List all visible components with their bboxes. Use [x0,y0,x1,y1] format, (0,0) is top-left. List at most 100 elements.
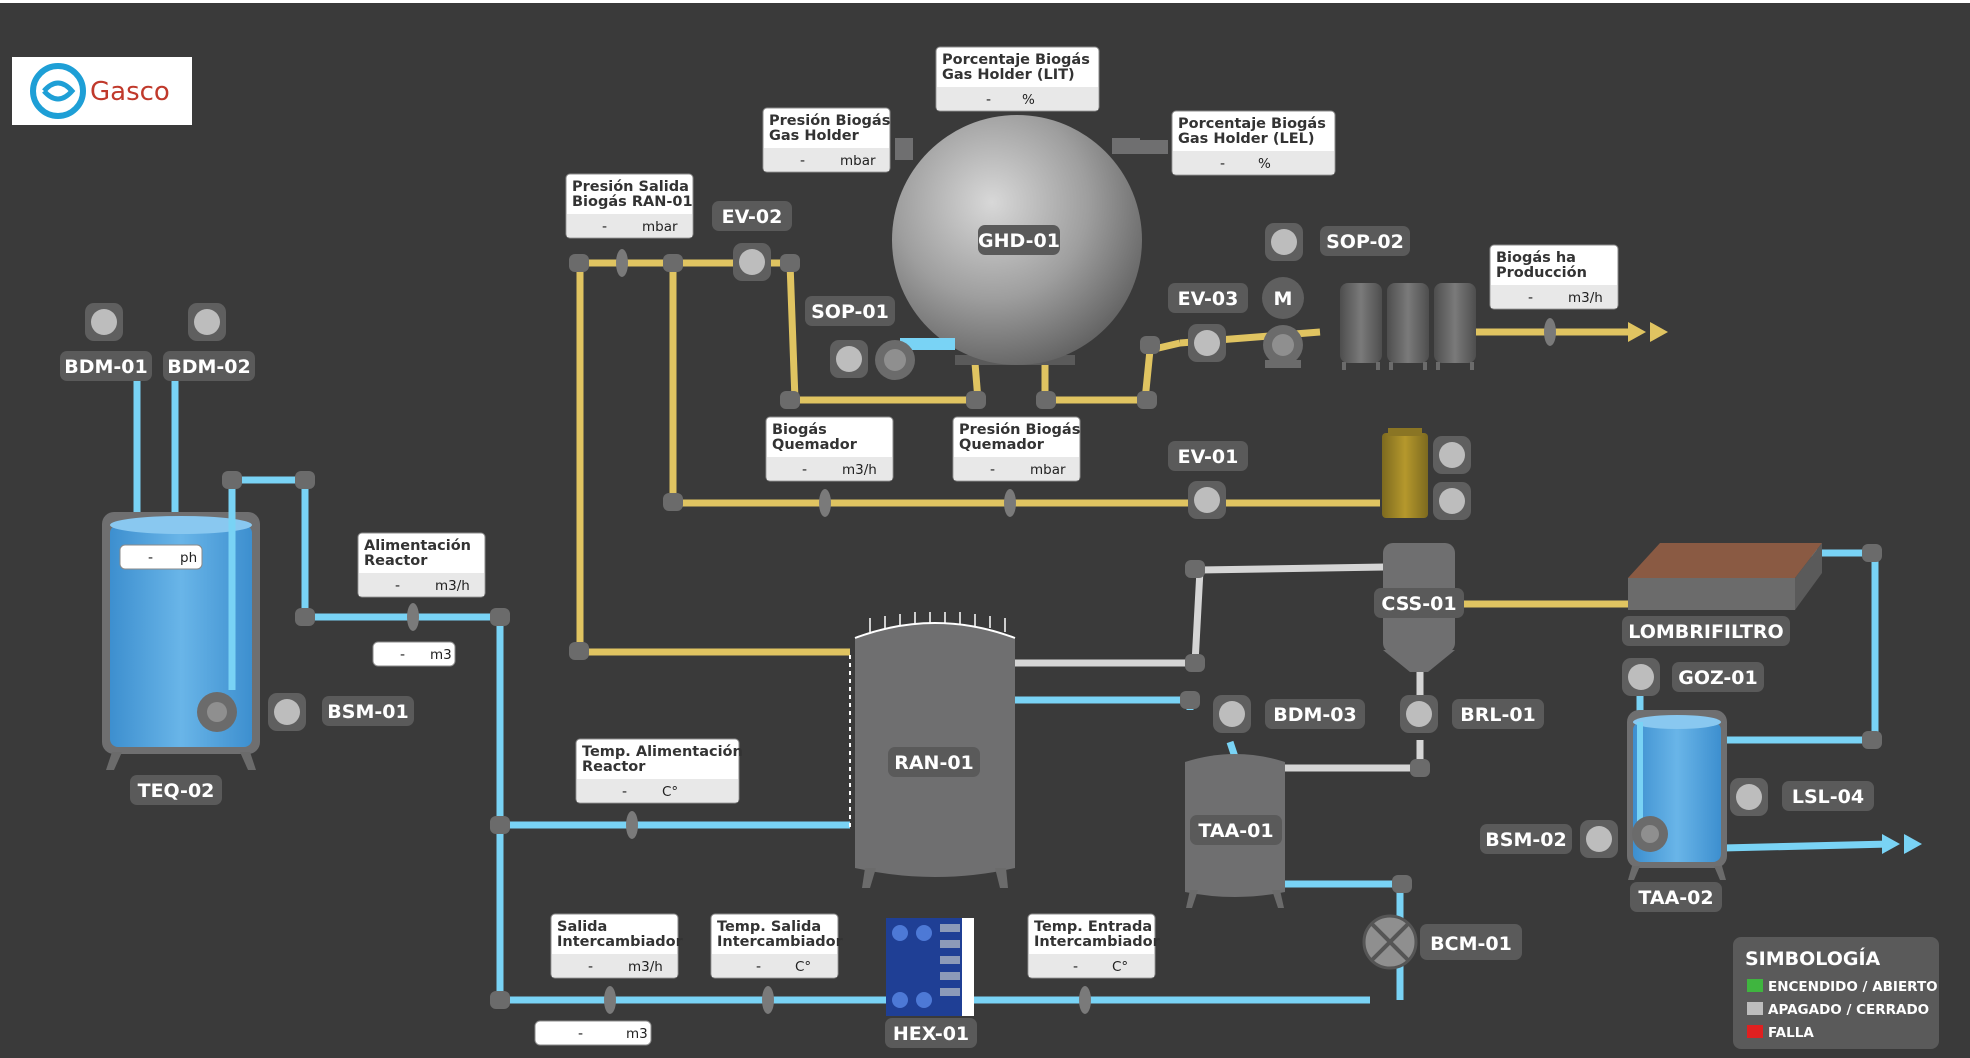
mixer-bdm-02-lamp[interactable] [188,303,226,341]
filter-columns [1340,283,1476,370]
svg-text:EV-03: EV-03 [1178,288,1239,310]
legend-title: SIMBOLOGÍA [1745,947,1881,970]
flare-tank [1382,428,1428,518]
svg-text:BDM-01: BDM-01 [64,356,148,378]
pipe-elbows [222,254,1882,1009]
svg-text:%: % [1022,92,1035,108]
svg-text:-: - [1220,156,1225,172]
svg-text:Porcentaje Biogás: Porcentaje Biogás [942,52,1090,68]
svg-text:-: - [986,92,991,108]
svg-text:TAA-02: TAA-02 [1638,887,1713,909]
svg-text:BDM-03: BDM-03 [1273,704,1357,726]
readout-temp-alimentacion: Temp. Alimentación Reactor - C° [575,738,743,804]
svg-text:EV-01: EV-01 [1178,446,1239,468]
svg-text:LSL-04: LSL-04 [1792,786,1864,808]
tank-taa-02 [1627,710,1727,880]
svg-text:m3/h: m3/h [628,959,663,975]
tag-taa-01: TAA-01 [1190,815,1282,845]
tag-ev-02: EV-02 [712,201,792,231]
svg-text:Intercambiador: Intercambiador [1034,934,1161,950]
svg-text:BSM-02: BSM-02 [1485,829,1566,851]
tag-css-01: CSS-01 [1374,588,1464,618]
svg-text:Alimentación: Alimentación [364,538,471,554]
readout-boxes: Porcentaje Biogás Gas Holder (LIT) - % P… [119,46,1619,1046]
readout-teq-ph: - ph [119,544,203,570]
svg-text:Gas Holder: Gas Holder [769,128,860,144]
svg-text:Presión Biogás: Presión Biogás [959,422,1080,438]
valve-ev-03-lamp[interactable] [1188,324,1226,362]
svg-text:-: - [602,219,607,235]
svg-text:-: - [802,462,807,478]
readout-salida-intercambiador: Salida Intercambiador - m3/h [550,913,684,979]
valve-sop-01-lamp[interactable] [830,340,868,378]
svg-text:FALLA: FALLA [1768,1025,1814,1041]
tag-bdm-01: BDM-01 [60,351,152,381]
svg-text:m3: m3 [626,1026,648,1042]
valve-sop-02-lamp[interactable] [1265,223,1303,261]
svg-text:BCM-01: BCM-01 [1430,933,1512,955]
tag-bcm-01: BCM-01 [1420,924,1522,960]
svg-text:-: - [588,959,593,975]
valve-ev-02-lamp[interactable] [733,243,771,281]
svg-text:Quemador: Quemador [772,437,858,453]
tag-labels: GHD-01 EV-02 SOP-01 EV-03 SOP-02 EV-01 B… [60,201,1874,1048]
svg-text:APAGADO / CERRADO: APAGADO / CERRADO [1768,1002,1929,1018]
lombrifiltro-bed [1628,543,1822,610]
valve-brl-01-lamp[interactable] [1400,695,1438,733]
tag-bdm-03: BDM-03 [1265,699,1365,729]
tag-lsl-04: LSL-04 [1782,781,1874,811]
svg-text:-: - [400,647,405,663]
flare-lamp-1[interactable] [1433,436,1471,474]
brand-name: Gasco [90,77,170,107]
svg-text:C°: C° [662,784,678,800]
svg-text:GOZ-01: GOZ-01 [1678,667,1758,689]
blower-motor [1263,325,1303,368]
sensor-lsl-04-lamp[interactable] [1730,778,1768,816]
svg-text:Temp. Alimentación: Temp. Alimentación [582,744,743,760]
svg-text:GHD-01: GHD-01 [978,230,1060,252]
svg-text:Reactor: Reactor [364,553,428,569]
svg-text:Porcentaje Biogás: Porcentaje Biogás [1178,116,1326,132]
motor-badge: M [1262,277,1304,319]
motor-label: M [1274,288,1293,310]
svg-text:Gas Holder (LEL): Gas Holder (LEL) [1178,131,1314,147]
svg-text:Reactor: Reactor [582,759,646,775]
flow-arrows [1628,322,1922,854]
tag-hex-01: HEX-01 [885,1018,977,1048]
svg-text:TEQ-02: TEQ-02 [138,780,215,802]
status-lamps[interactable] [85,223,1768,858]
tag-sop-01: SOP-01 [805,296,895,326]
svg-text:RAN-01: RAN-01 [894,752,974,774]
svg-text:BSM-01: BSM-01 [327,701,408,723]
flare-lamp-2[interactable] [1433,482,1471,520]
tag-ran-01: RAN-01 [888,747,980,777]
readout-presion-quemador: Presión Biogás Quemador - mbar [952,416,1081,482]
mixer-bdm-03-lamp[interactable] [1213,695,1251,733]
valve-ev-01-lamp[interactable] [1188,481,1226,519]
pump-bsm-02-lamp[interactable] [1580,820,1618,858]
svg-text:Temp. Entrada: Temp. Entrada [1034,919,1152,935]
mixer-bdm-01-lamp[interactable] [85,303,123,341]
tag-ghd-01: GHD-01 [978,225,1060,255]
readout-biogas-produccion: Biogás ha Producción - m3/h [1489,244,1619,310]
heat-exchanger-hex-01 [886,918,974,1016]
svg-text:-: - [395,578,400,594]
svg-text:%: % [1258,156,1271,172]
tag-ev-03: EV-03 [1168,283,1248,313]
svg-text:-: - [622,784,627,800]
sensor-goz-01-lamp[interactable] [1622,658,1660,696]
svg-text:-: - [148,550,153,566]
gasco-logo: Gasco [12,57,192,125]
svg-text:Gas Holder (LIT): Gas Holder (LIT) [942,67,1075,83]
tag-bsm-01: BSM-01 [322,696,414,726]
svg-text:ph: ph [180,550,197,566]
legend-item-apagado: APAGADO / CERRADO [1747,1002,1929,1018]
svg-text:m3: m3 [430,647,452,663]
readout-presion-ran-01: Presión Salida Biogás RAN-01 - mbar [565,173,694,239]
svg-text:mbar: mbar [642,219,678,235]
svg-text:mbar: mbar [1030,462,1066,478]
pump-bsm-01-lamp[interactable] [268,693,306,731]
svg-text:C°: C° [795,959,811,975]
svg-text:m3/h: m3/h [842,462,877,478]
readout-porcentaje-lel: Porcentaje Biogás Gas Holder (LEL) - % [1171,110,1336,176]
